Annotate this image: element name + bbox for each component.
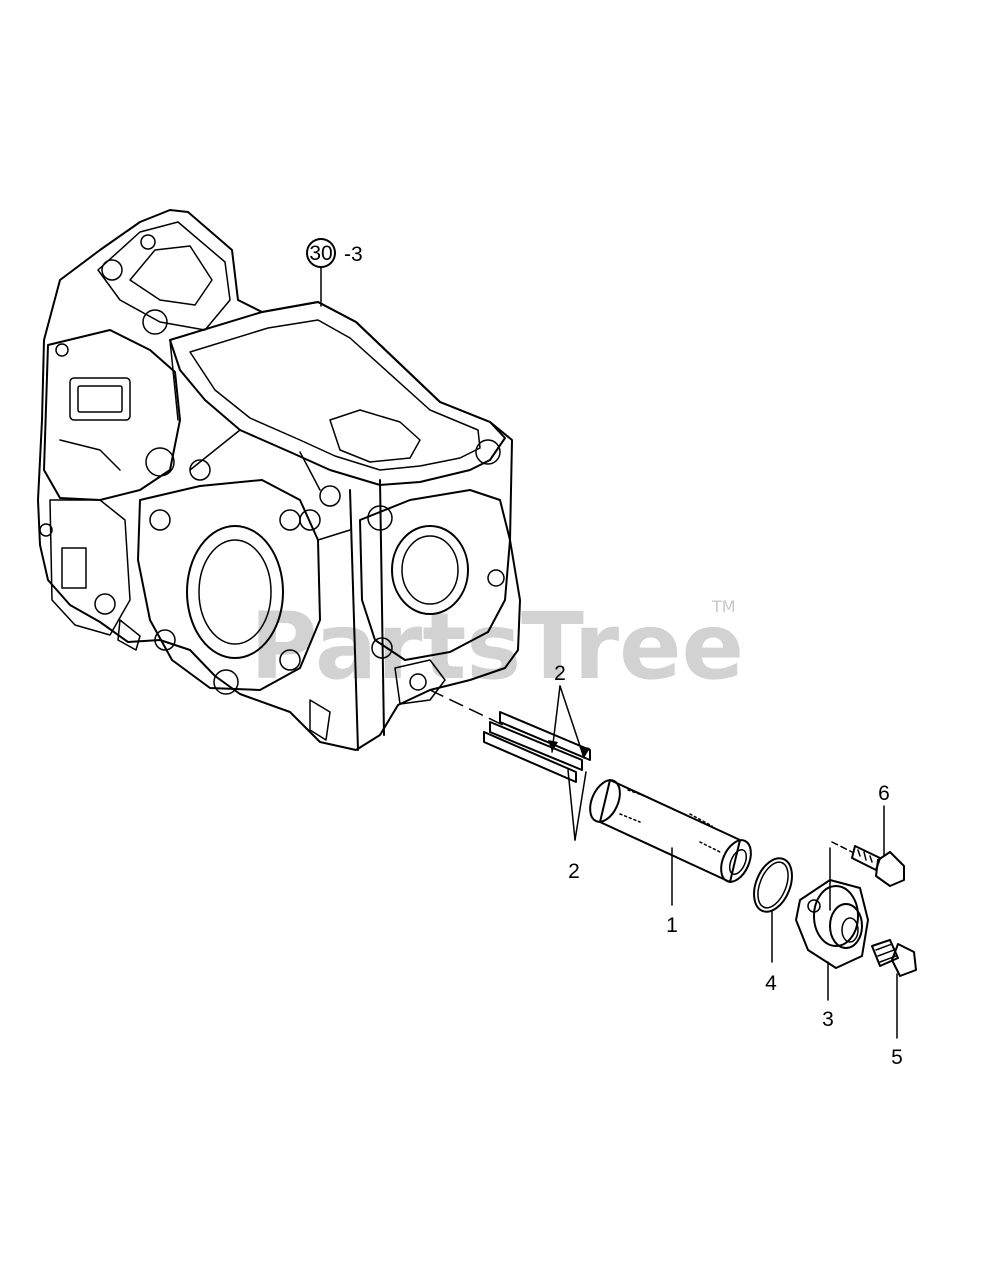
reference-callout: 30 -3 [306,238,363,307]
callout-5: 4 [765,972,777,995]
part-5-o-ring [753,857,793,963]
reference-circled-label: 30 [309,242,332,265]
callout-2-bottom: 2 [568,860,580,883]
part-3-filter-cover [795,847,869,1001]
part-2-strainer-plates [429,685,591,841]
callout-3: 3 [822,1008,834,1031]
callout-6: 6 [878,782,890,805]
transmission-case [37,209,521,751]
part-4-drain-plug [871,939,917,1039]
watermark-tm: TM [711,597,736,616]
callout-1: 1 [666,914,678,937]
part-6-bolt [831,805,905,887]
callout-4: 5 [891,1046,903,1069]
reference-suffix-label: -3 [344,243,363,266]
watermark: PartsTree TM [250,593,744,700]
part-1-filter-cartridge [589,779,752,906]
callout-2-top: 2 [554,662,566,685]
watermark-text: PartsTree [250,593,744,700]
